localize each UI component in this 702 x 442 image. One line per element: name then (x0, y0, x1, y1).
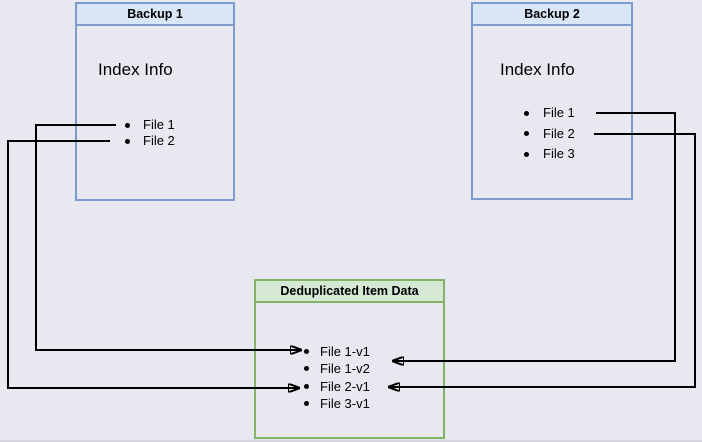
list-item: File 2-v1 (304, 378, 370, 395)
backup2-title: Backup 2 (473, 4, 631, 26)
list-item: File 3 (524, 144, 575, 165)
list-item: File 1-v2 (304, 360, 370, 377)
list-item: File 1-v1 (304, 343, 370, 360)
backup1-index-info-label: Index Info (98, 60, 173, 79)
list-item: File 2 (125, 133, 175, 149)
window-bottom-edge (0, 439, 702, 442)
list-item: File 1 (524, 103, 575, 124)
list-item: File 1 (125, 117, 175, 133)
backup1-title: Backup 1 (77, 4, 233, 26)
list-item: File 2 (524, 124, 575, 145)
list-item: File 3-v1 (304, 395, 370, 412)
dedup-title: Deduplicated Item Data (256, 281, 443, 303)
backup2-index-info-label: Index Info (500, 60, 575, 79)
